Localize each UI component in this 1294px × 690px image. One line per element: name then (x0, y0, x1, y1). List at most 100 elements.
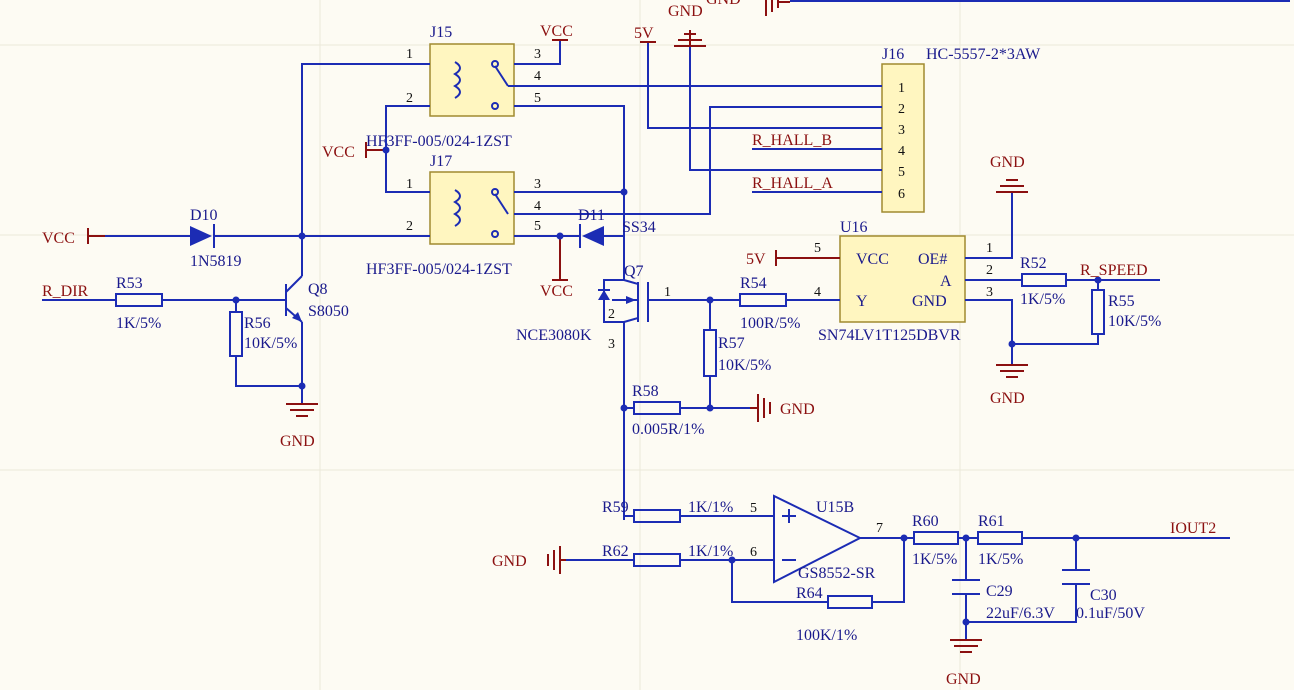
val-r59: 1K/1% (688, 499, 733, 516)
pin-number: 2 (406, 91, 413, 106)
ref-r52: R52 (1020, 255, 1047, 272)
pin-number: 7 (876, 521, 883, 536)
ref-r64: R64 (796, 585, 823, 602)
pin-number: 2 (608, 307, 615, 322)
pin-number: 5 (534, 219, 541, 234)
val-r52: 1K/5% (1020, 291, 1065, 308)
pwr-gnd-topright: GND (706, 0, 741, 8)
pwr-vcc-j15: VCC (540, 23, 573, 40)
ref-d10: D10 (190, 207, 218, 224)
pwr-gnd-r58: GND (780, 401, 815, 418)
pin-number: 5 (814, 241, 821, 256)
val-r64: 100K/1% (796, 627, 857, 644)
val-r53: 1K/5% (116, 315, 161, 332)
relay-j15 (429, 43, 515, 117)
diode-d11 (579, 224, 604, 248)
u16-pin-oe: OE# (918, 251, 947, 268)
pin-number: 5 (534, 91, 541, 106)
ref-q7: Q7 (624, 263, 644, 280)
pin-number: 2 (986, 263, 993, 278)
net-r-hall-a: R_HALL_A (752, 175, 833, 192)
pin-number: 5 (898, 165, 905, 180)
ref-r54: R54 (740, 275, 767, 292)
val-r57: 10K/5% (718, 357, 771, 374)
junctions (232, 146, 1102, 626)
ic-u16 (839, 235, 966, 323)
u16-pin-gnd: GND (912, 293, 947, 310)
pin-number: 1 (898, 81, 905, 96)
net-r-dir: R_DIR (42, 283, 89, 300)
ref-r58: R58 (632, 383, 659, 400)
pin-number: 1 (406, 47, 413, 62)
part-j15: HF3FF-005/024-1ZST (366, 133, 512, 150)
ref-r61: R61 (978, 513, 1005, 530)
val-r58: 0.005R/1% (632, 421, 704, 438)
ref-j15: J15 (430, 24, 452, 41)
labels: J15 J17 HF3FF-005/024-1ZST HF3FF-005/024… (42, 0, 1216, 688)
ref-r53: R53 (116, 275, 143, 292)
val-r55: 10K/5% (1108, 313, 1161, 330)
pin-number: 4 (814, 285, 821, 300)
ref-j16: J16 (882, 46, 904, 63)
ref-u15b: U15B (816, 499, 854, 516)
u16-pin-y: Y (856, 293, 868, 310)
part-q8: S8050 (308, 303, 349, 320)
pwr-gnd-top: GND (668, 3, 703, 20)
relay-j17 (429, 171, 515, 245)
ref-r56: R56 (244, 315, 271, 332)
val-r56: 10K/5% (244, 335, 297, 352)
pwr-gnd-opamp: GND (492, 553, 527, 570)
ref-d11: D11 (578, 207, 605, 224)
net-r-hall-b: R_HALL_B (752, 132, 832, 149)
u16-pin-a: A (940, 273, 952, 290)
net-r-speed: R_SPEED (1080, 262, 1148, 279)
diode-d10 (190, 224, 215, 248)
ref-q8: Q8 (308, 281, 328, 298)
pin-number: 3 (986, 285, 993, 300)
pin-number: 1 (406, 177, 413, 192)
ref-r59: R59 (602, 499, 629, 516)
pwr-vcc-bottom: VCC (540, 283, 573, 300)
pwr-5v-top: 5V (634, 25, 654, 42)
u16-pin-vcc: VCC (856, 251, 889, 268)
pin-number: 3 (608, 337, 615, 352)
ref-r62: R62 (602, 543, 629, 560)
pwr-gnd-q8: GND (280, 433, 315, 450)
ref-j17: J17 (430, 153, 452, 170)
pin-number: 1 (986, 241, 993, 256)
part-q7: NCE3080K (516, 327, 592, 344)
val-c29: 22uF/6.3V (986, 605, 1055, 622)
pin-number: 2 (406, 219, 413, 234)
pin-number: 3 (534, 47, 541, 62)
pin-number: 6 (750, 545, 757, 560)
val-r62: 1K/1% (688, 543, 733, 560)
ref-r57: R57 (718, 335, 745, 352)
pin-number: 1 (664, 285, 671, 300)
pwr-vcc-left: VCC (42, 230, 75, 247)
pwr-gnd-oe: GND (990, 154, 1025, 171)
pin-number: 4 (898, 144, 905, 159)
mosfet-q7 (598, 279, 649, 323)
part-u15b: GS8552-SR (798, 565, 876, 582)
power-symbols (87, 30, 1028, 653)
pin-number: 4 (534, 199, 541, 214)
opamp-u15b (773, 494, 863, 584)
connector-j16 (881, 63, 925, 213)
pin-number: 2 (898, 102, 905, 117)
pin-number: 3 (534, 177, 541, 192)
transistor-q8 (285, 275, 303, 323)
part-j16: HC-5557-2*3AW (926, 46, 1041, 63)
val-c30: 0.1uF/50V (1076, 605, 1145, 622)
pin-number: 4 (534, 69, 541, 84)
part-u16: SN74LV1T125DBVR (818, 327, 961, 344)
capacitors (952, 569, 1090, 595)
pwr-gnd-bottom: GND (946, 671, 981, 688)
val-r60: 1K/5% (912, 551, 957, 568)
part-d10: 1N5819 (190, 253, 242, 270)
ref-c30: C30 (1090, 587, 1117, 604)
ref-r55: R55 (1108, 293, 1135, 310)
pwr-5v-u16: 5V (746, 251, 766, 268)
ref-c29: C29 (986, 583, 1013, 600)
